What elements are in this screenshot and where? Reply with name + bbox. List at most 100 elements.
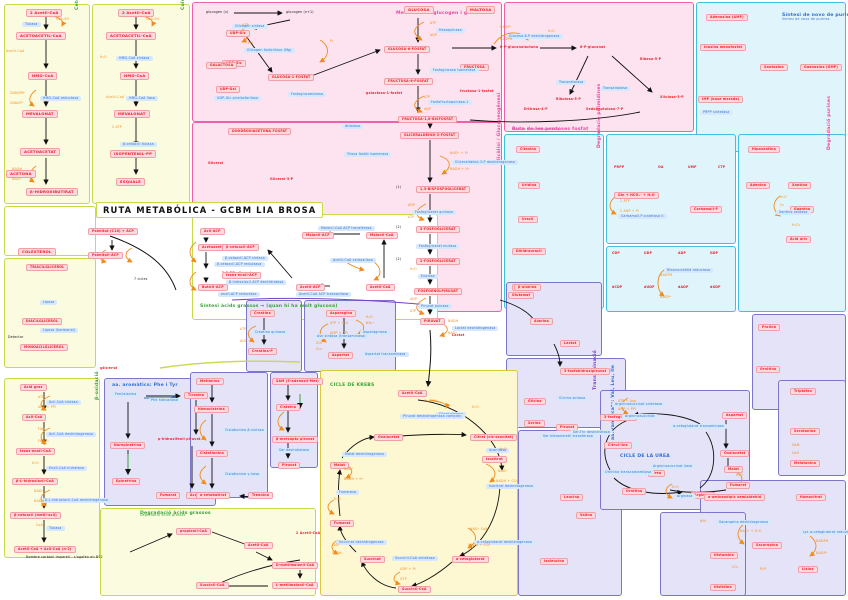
enzyme-label: Ribonucleòtid reductasa — [664, 268, 714, 274]
metabolite-label: Lisina — [798, 566, 818, 574]
metabolite-label: PRPP — [614, 165, 625, 169]
cofactor-label: AMP + PPi — [618, 407, 637, 411]
cofactor-label: H₂O — [780, 195, 787, 199]
metabolite-label: glicerol — [100, 365, 118, 370]
enzyme-label: Fosfoglucosa isomerasa — [430, 68, 479, 74]
enzyme-label: α-cetoglutarat transaminasa — [670, 424, 727, 430]
metabolite-label: Triptòfan — [790, 388, 817, 396]
enzyme-label: Isocitrat deshidrogenasa — [486, 484, 537, 490]
cofactor-label: H₂O — [334, 497, 341, 501]
metabolite-label: β-cetoacil (metil-acil) — [10, 512, 61, 520]
enzyme-label: Glicogen fosforilasa (Mg) — [244, 48, 295, 54]
metabolite-label: Ribulosa-5-P — [556, 97, 582, 101]
enzyme-label: Aldolasa — [342, 124, 364, 130]
enzyme-label: β-cetoacil-ACP reductasa — [214, 262, 265, 268]
metabolite-label: β-cetoacil-ACP — [222, 244, 259, 252]
metabolite-label: Acetil-ACP — [296, 284, 325, 292]
section-header-14: aa. aromàtics: Phe i Tyr — [112, 383, 178, 388]
enzyme-label: α-cetoglutarat deshidrogenasa — [474, 540, 535, 546]
cofactor-label: Gln — [316, 341, 322, 345]
metabolite-label: Hipoxantina — [748, 146, 780, 154]
metabolite-label: Guanosina (GMP) — [800, 64, 843, 72]
cofactor-label: SAM — [792, 443, 800, 447]
region-purine-degradation — [738, 134, 846, 312]
metabolite-label: Xantosina — [760, 64, 788, 72]
region-serine-threonine — [270, 372, 318, 468]
metabolite-label: 6-P-gluconat — [580, 45, 606, 49]
metabolite-label: Palmitoïl-ACP — [88, 252, 123, 260]
cofactor-label: ATP — [408, 215, 415, 219]
cofactor-label: 2 ADP + Pi — [620, 209, 640, 213]
annotation-note: 7 cicles — [134, 277, 148, 281]
cofactor-label: NAD⁺ — [448, 331, 458, 335]
enzyme-label: HMG-CoA reductasa — [40, 96, 82, 102]
metabolite-label: ACETOACETIL-CoA — [16, 32, 66, 40]
metabolite-label: Tirosina — [184, 392, 209, 400]
metabolite-label: Gln + HCO₃⁻ + H₂O — [614, 192, 659, 200]
metabolite-label: Glicina — [524, 398, 546, 406]
enzyme-label: Piruvat quinasa — [418, 304, 452, 310]
metabolite-label: Butiril-ACP — [198, 284, 228, 292]
metabolite-label: 2 Acetil-CoA — [118, 9, 155, 17]
enzyme-label: Xantina oxidasa — [776, 210, 811, 216]
metabolite-label: Acil-ACP — [200, 228, 225, 236]
page-title: RUTA METABÓLICA - GCBM LIA BROSA — [96, 202, 324, 218]
enzyme-label: Fosfofructoquinasa-1 — [428, 100, 472, 106]
metabolite-label: Histamina — [710, 552, 738, 560]
metabolite-label: Inosina monofosfat — [700, 44, 747, 52]
enzyme-label: Lys α-cetoglutarat reductasa — [800, 530, 848, 536]
metabolite-label: Aspartat — [328, 352, 354, 360]
enzyme-label: Acetil-CoA ACP transacilasa — [296, 292, 352, 298]
section-header-2: Metabolisme glucogen i galactosa — [396, 11, 491, 16]
metabolite-label: Aspartat — [722, 412, 748, 420]
cofactor-label: PLP — [760, 567, 767, 571]
metabolite-label: GDP — [710, 251, 719, 255]
metabolite-label: β-HIDROXIBUTIRAT — [26, 188, 78, 196]
metabolite-label: Piruvat — [556, 424, 579, 432]
metabolite-label: β-alanina — [514, 284, 541, 292]
metabolite-label: DIHIDROXIACETONA FOSFAT — [228, 128, 292, 136]
cofactor-label: GTP — [400, 577, 407, 581]
section-header-12: CICLE DE LA UREA — [620, 454, 670, 459]
cofactor-label: H₂O — [672, 485, 679, 489]
cofactor-label: 2 ATP — [620, 199, 630, 203]
section-header-4: Síntesi de novo de purines — [782, 13, 848, 18]
enzyme-label: Fumarasa — [336, 490, 360, 496]
enzyme-label: Creatina quinasa — [252, 330, 289, 336]
metabolite-label: MEVALONAT — [114, 110, 150, 118]
enzyme-label: Asn sintasa (transaminasa) — [314, 334, 369, 340]
metabolite-label: Epinefrina — [112, 478, 141, 486]
metabolite-label: OA — [658, 165, 664, 169]
metabolite-label: Metionina — [196, 378, 224, 386]
enzyme-label: Ser-Thr deshidratasa — [570, 430, 613, 436]
cofactor-label: NAD⁺ — [34, 489, 44, 493]
enzyme-label: β-cetoacil tiolasa — [120, 142, 157, 148]
metabolite-label: CDP — [612, 251, 620, 255]
cofactor-label: AMP + PPi — [38, 405, 57, 409]
metabolite-label: Creatina — [250, 310, 275, 318]
metabolite-label: 6-P-gluconolactona — [500, 45, 539, 49]
enzyme-label: Acil-CoA sintasa — [46, 400, 81, 406]
section-header-1: Colesterol síntesi — [181, 0, 187, 10]
metabolite-label: Treonina — [248, 492, 274, 500]
cofactor-label: H₂O — [410, 267, 417, 271]
metabolite-label: dGDP — [710, 285, 721, 289]
annotation-note: (1) — [396, 185, 402, 189]
section-header-5: Degradació pirimidines — [597, 83, 602, 148]
metabolite-label: GALACTOSA — [206, 62, 238, 70]
metabolite-label: GLUCOSA-1-FOSFAT — [268, 74, 315, 82]
metabolite-label: dUDP — [644, 285, 655, 289]
metabolite-label: Acetil-CoA — [398, 390, 427, 398]
cofactor-label: Glu — [316, 347, 322, 351]
metabolite-label: MALTOSA — [466, 6, 496, 14]
enzyme-label: Glucosa-6-P deshidrogenasa — [506, 34, 563, 40]
metabolite-label: Oxalacetat — [720, 450, 750, 458]
metabolite-label: Glicerol — [208, 161, 224, 165]
annotation-note: Nombre carboni imparell - s'agafen en B1… — [26, 555, 103, 559]
enzyme-label: Carbamoïl-P sintetasa II — [618, 214, 667, 220]
metabolite-label: Fumarat — [726, 482, 751, 490]
cofactor-label: CO₂ — [732, 565, 739, 569]
metabolite-label: Uridina — [518, 182, 541, 190]
cofactor-label: H₂O — [500, 447, 507, 451]
metabolite-label: Dihidrouracil — [512, 248, 546, 256]
